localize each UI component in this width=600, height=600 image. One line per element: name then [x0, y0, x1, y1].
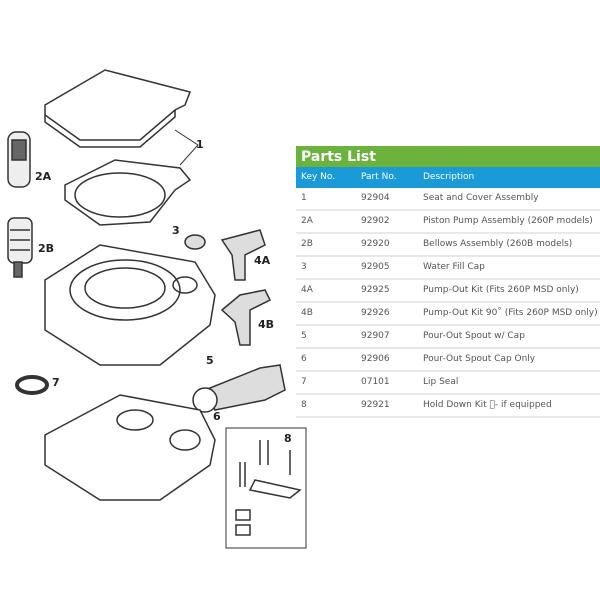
- part-no-cell: 92905: [361, 262, 390, 272]
- callout-4b: 4B: [258, 318, 275, 331]
- description-cell: Pour-Out Spout Cap Only: [423, 354, 536, 364]
- part-no-cell: 92926: [361, 308, 390, 318]
- callout-2b: 2B: [38, 242, 55, 255]
- table-row: 4B 92926 Pump-Out Kit 90˚ (Fits 260P MSD o…: [296, 303, 600, 326]
- description-cell: Bellows Assembly (260B models): [423, 239, 573, 249]
- part-no-cell: 92920: [361, 239, 390, 249]
- key-no-cell: 1: [301, 193, 307, 203]
- callout-1: 1: [196, 138, 204, 151]
- cover-part: [44, 69, 192, 148]
- bellows-part: [7, 217, 33, 278]
- seat-part: [64, 159, 192, 226]
- part-no-cell: 92902: [361, 216, 390, 226]
- part-no-cell: 92906: [361, 354, 390, 364]
- table-row: 2A 92902 Piston Pump Assembly (260P models…: [296, 211, 600, 234]
- hold-down-kit-box: [225, 427, 307, 549]
- table-row: 5 92907 Pour-Out Spout w/ Cap: [296, 326, 600, 349]
- callout-8: 8: [284, 432, 292, 445]
- table-header: Key No. Part No. Description: [296, 167, 600, 188]
- part-no-cell: 07101: [361, 377, 390, 387]
- parts-list-title: Parts List: [296, 146, 600, 167]
- key-no-cell: 2A: [301, 216, 313, 226]
- part-no-cell: 92907: [361, 331, 390, 341]
- key-no-cell: 5: [301, 331, 307, 341]
- tank-top-part: [44, 244, 216, 366]
- part-no-cell: 92925: [361, 285, 390, 295]
- key-no-cell: 3: [301, 262, 307, 272]
- description-cell: Pour-Out Spout w/ Cap: [423, 331, 525, 341]
- key-no-cell: 4B: [301, 308, 313, 318]
- callout-6: 6: [213, 410, 221, 423]
- fill-cap-part: [184, 234, 206, 250]
- description-cell: Pump-Out Kit (Fits 260P MSD only): [423, 285, 579, 295]
- key-no-cell: 6: [301, 354, 307, 364]
- description-cell: Water Fill Cap: [423, 262, 485, 272]
- description-cell: Lip Seal: [423, 377, 459, 387]
- table-row: 3 92905 Water Fill Cap: [296, 257, 600, 280]
- table-row: 1 92904 Seat and Cover Assembly: [296, 188, 600, 211]
- callout-4a: 4A: [254, 254, 271, 267]
- header-description: Description: [423, 172, 475, 182]
- table-row: 7 07101 Lip Seal: [296, 372, 600, 395]
- key-no-cell: 8: [301, 400, 307, 410]
- part-no-cell: 92921: [361, 400, 390, 410]
- callout-3: 3: [172, 224, 180, 237]
- parts-list-table: Parts List Key No. Part No. Description …: [296, 146, 600, 418]
- table-row: 8 92921 Hold Down Kit - if equipped: [296, 395, 600, 418]
- callout-2a: 2A: [35, 170, 52, 183]
- description-cell: Piston Pump Assembly (260P models): [423, 216, 593, 226]
- table-row: 2B 92920 Bellows Assembly (260B models): [296, 234, 600, 257]
- tank-bottom-part: [44, 394, 216, 501]
- part-no-cell: 92904: [361, 193, 390, 203]
- key-no-cell: 7: [301, 377, 307, 387]
- header-part-no: Part No.: [361, 172, 397, 182]
- description-cell: Pump-Out Kit 90˚ (Fits 260P MSD only): [423, 308, 598, 318]
- key-no-cell: 4A: [301, 285, 313, 295]
- header-key-no: Key No.: [301, 172, 336, 182]
- lip-seal-part: [15, 375, 49, 395]
- callout-5: 5: [206, 354, 214, 367]
- callout-7: 7: [52, 376, 60, 389]
- pumpout-4b: [220, 289, 272, 346]
- description-cell: Hold Down Kit - if equipped: [423, 400, 552, 410]
- piston-pump-part: [7, 131, 31, 188]
- table-row: 4A 92925 Pump-Out Kit (Fits 260P MSD only): [296, 280, 600, 303]
- pumpout-4a: [220, 229, 266, 281]
- spout-part: [192, 364, 286, 413]
- key-no-cell: 2B: [301, 239, 313, 249]
- description-cell: Seat and Cover Assembly: [423, 193, 539, 203]
- table-row: 6 92906 Pour-Out Spout Cap Only: [296, 349, 600, 372]
